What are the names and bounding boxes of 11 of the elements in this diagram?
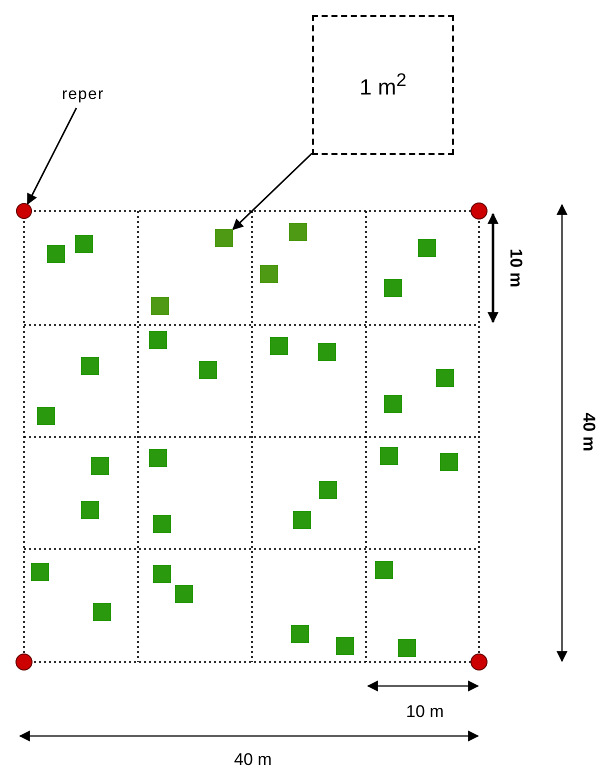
dimension-label: 10 m xyxy=(504,248,525,288)
area-label: 1 m$^{2}$ xyxy=(360,69,406,101)
dimension-label: 10 m xyxy=(406,702,444,722)
dimension-label: 40 m xyxy=(234,750,272,770)
plant-marker xyxy=(215,229,233,247)
arrow xyxy=(232,152,313,230)
reference-marker xyxy=(16,203,32,219)
area-box xyxy=(312,15,454,155)
dimension-label: 40 m xyxy=(578,412,598,452)
annotation-label: reper xyxy=(62,86,104,104)
arrow xyxy=(26,108,78,205)
